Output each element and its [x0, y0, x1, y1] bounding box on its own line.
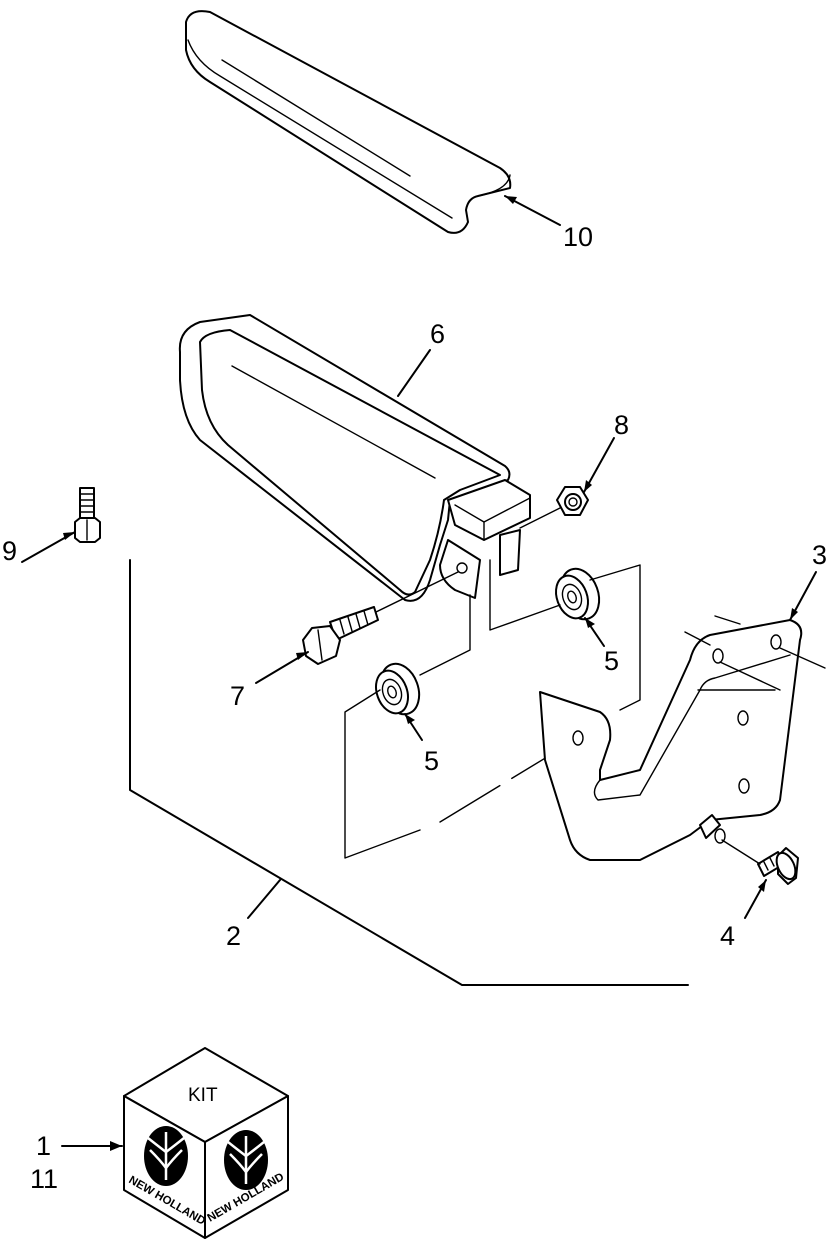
arrow-9-icon — [63, 532, 75, 540]
axis-line-screw — [721, 839, 761, 865]
arrow-5-upper-icon — [585, 618, 595, 628]
bearing-upper-icon — [555, 567, 601, 621]
callout-6: 6 — [430, 319, 445, 349]
arrow-4-icon — [758, 880, 766, 892]
callout-2: 2 — [226, 921, 241, 951]
kit-box-icon: KIT NEW HOLLAND NEW HOLLAND — [123, 1047, 289, 1239]
callout-4: 4 — [720, 921, 735, 951]
bolt-9-icon — [74, 487, 101, 543]
arrow-10-icon — [505, 196, 517, 204]
phantom-line-lower — [419, 594, 471, 676]
armrest-pad-icon — [185, 10, 512, 234]
callout-8: 8 — [614, 410, 629, 440]
leader-6 — [397, 349, 431, 397]
leader-2 — [247, 879, 281, 919]
leaf-logo-left-icon — [144, 1126, 188, 1186]
axis-line-bracket-hole2 — [779, 647, 826, 669]
bolt-7-icon — [302, 606, 379, 665]
nut-icon — [556, 486, 589, 516]
armrest-assembly-icon — [178, 314, 531, 602]
callout-9: 9 — [2, 536, 17, 566]
callout-10: 10 — [563, 222, 593, 252]
callout-3: 3 — [812, 540, 827, 570]
arrow-8-icon — [584, 480, 592, 492]
kit-label: KIT — [188, 1085, 218, 1106]
axis-line-bracket-hole1 — [719, 661, 781, 691]
arrow-1-icon — [110, 1141, 122, 1151]
callout-5-lower: 5 — [424, 746, 439, 776]
axis-line-bracket-top — [714, 615, 741, 625]
callout-7: 7 — [230, 681, 245, 711]
axis-line-bolt7 — [375, 571, 459, 613]
screw-icon — [757, 847, 799, 885]
arrow-3-icon — [790, 608, 798, 620]
arrow-7-icon — [296, 652, 308, 660]
bearing-lower-icon — [375, 662, 421, 716]
callout-5-upper: 5 — [604, 646, 619, 676]
group-bracket-line — [129, 559, 689, 986]
phantom-line-upper — [489, 559, 561, 631]
callout-11: 11 — [30, 1164, 58, 1194]
callout-1: 1 — [36, 1131, 51, 1161]
phantom-line-upper-right — [589, 564, 641, 711]
phantom-line-lower-left — [344, 689, 421, 859]
axis-line-bracket-left — [684, 631, 711, 646]
bracket-icon — [539, 619, 803, 861]
leaf-logo-right-icon — [224, 1130, 268, 1190]
arrow-5-lower-icon — [405, 714, 415, 724]
axis-line-nut — [519, 507, 561, 529]
